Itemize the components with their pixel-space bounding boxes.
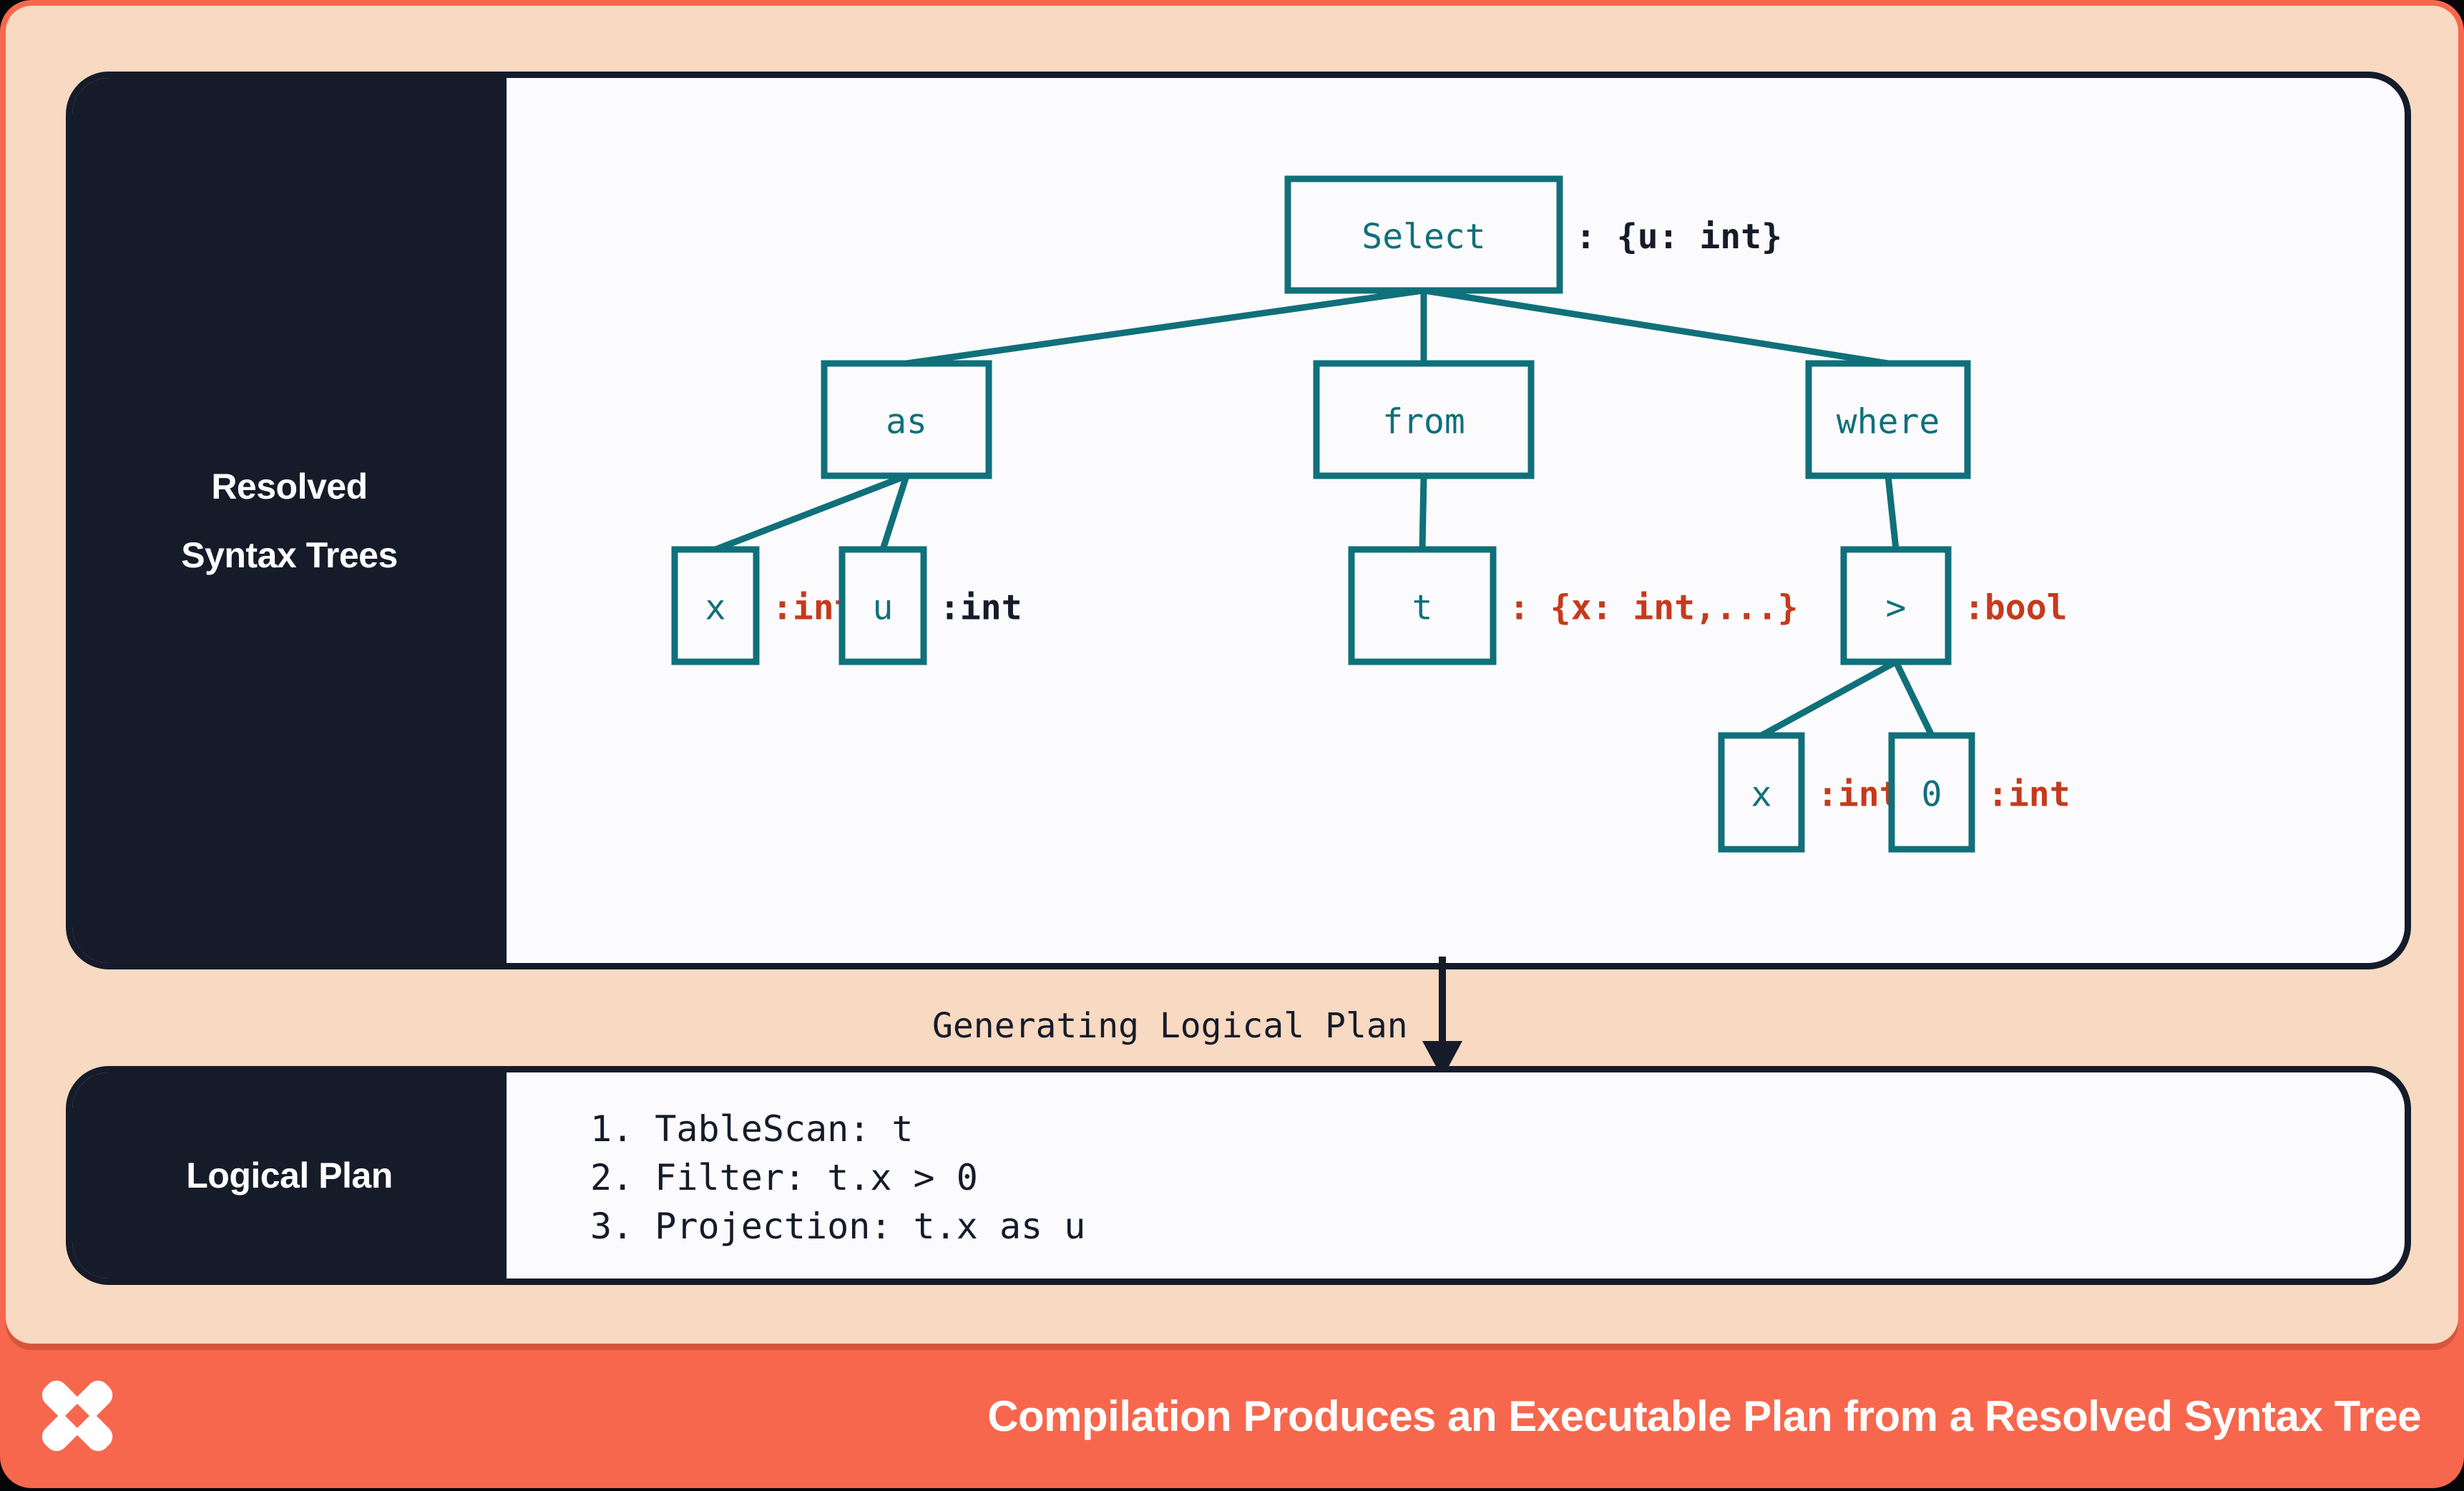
content-canvas: Resolved Syntax Trees Select : {u: int} as…: [6, 6, 2458, 1344]
tree-node-type-annotation: :int: [1817, 775, 1900, 815]
tree-node-box: [821, 360, 992, 479]
plan-step: 1. TableScan: t: [590, 1108, 914, 1150]
tree-node-x1: x:int: [671, 546, 855, 665]
tree-node-box: [1284, 175, 1563, 294]
tree-node-from: from: [1313, 360, 1535, 479]
resolved-syntax-trees-panel: Resolved Syntax Trees Select : {u: int} as…: [66, 72, 2411, 969]
tree-node-label: Select: [1361, 217, 1485, 257]
tree-node-x2: x :int: [1718, 732, 1900, 853]
tree-edge-gt-x2: [1759, 659, 1898, 738]
tree-node-box: [1718, 732, 1805, 853]
tree-node-type-annotation: :bool: [1964, 588, 2068, 628]
tree-node-label: >: [1886, 588, 1907, 628]
tree-node-type-annotation: : {u: int}: [1575, 217, 1782, 257]
tree-node-box: [1840, 546, 1952, 665]
logical-plan-steps: 1. TableScan: t 2. Filter: t.x > 0 3. Pr…: [507, 1072, 2405, 1251]
logical-plan-sidebar: Logical Plan: [72, 1072, 507, 1279]
tree-node-type-annotation: :int: [1988, 775, 2071, 815]
tree-node-label: where: [1837, 402, 1940, 442]
tree-edge-select-where: [1423, 287, 1889, 367]
tree-node-as: as: [821, 360, 992, 479]
tree-node-label: x: [1751, 775, 1772, 815]
tree-node-where: where: [1805, 360, 1971, 479]
plan-step: 3. Projection: t.x as u: [590, 1206, 1086, 1247]
tree-node-zero: 0 :int: [1888, 732, 2071, 853]
tree-node-box: [671, 546, 760, 665]
tree-node-label: from: [1382, 402, 1465, 442]
footer-caption: Compilation Produces an Executable Plan …: [987, 1392, 2421, 1440]
down-arrow-icon: [1422, 957, 1462, 1078]
tree-node-type-annotation: : {x: int,...}: [1509, 588, 1799, 628]
tree-node-box: [1348, 546, 1497, 665]
tree-edge-gt-zero: [1892, 660, 1935, 737]
tree-node-select: Select : {u: int}: [1284, 175, 1782, 294]
sidebar-title-line1: Resolved: [211, 466, 368, 507]
logical-plan-panel: Logical Plan 1. TableScan: t 2. Filter: …: [66, 1066, 2411, 1285]
tree-node-box: [1888, 732, 1975, 853]
tree-edge-where-gt: [1884, 475, 1900, 550]
flow-step-label: Generating Logical Plan: [932, 1006, 1408, 1046]
tree-node-label: 0: [1922, 775, 1942, 815]
plan-step: 2. Filter: t.x > 0: [590, 1157, 978, 1198]
resolved-syntax-trees-sidebar: Resolved Syntax Trees: [72, 78, 507, 963]
tree-edge-as-u: [879, 474, 910, 551]
logical-plan-title: Logical Plan: [186, 1155, 393, 1196]
footer-bar: Compilation Produces an Executable Plan …: [0, 1344, 2464, 1488]
tree-node-u: u :int: [839, 546, 1022, 665]
tree-node-t: t : {x: int,...}: [1348, 546, 1799, 665]
tree-node-label: x: [705, 588, 726, 628]
tree-node-label: t: [1412, 588, 1433, 628]
tree-edge-as-x1: [714, 472, 908, 553]
logical-plan-area: 1. TableScan: t 2. Filter: t.x > 0 3. Pr…: [507, 1072, 2405, 1279]
x-pinwheel-logo-icon: [41, 1380, 113, 1452]
sidebar-title-line2: Syntax Trees: [181, 534, 398, 575]
tree-edge-select-as: [906, 287, 1424, 367]
tree-node-label: u: [873, 588, 894, 628]
tree-node-box: [839, 546, 927, 665]
tree-node-label: as: [886, 402, 927, 442]
tree-edge-from-t: [1419, 475, 1427, 550]
tree-node-type-annotation: :int: [939, 588, 1022, 628]
tree-node-gt: > :bool: [1840, 546, 2068, 665]
tree-node-box: [1805, 360, 1971, 479]
tree-node-box: [1313, 360, 1535, 479]
